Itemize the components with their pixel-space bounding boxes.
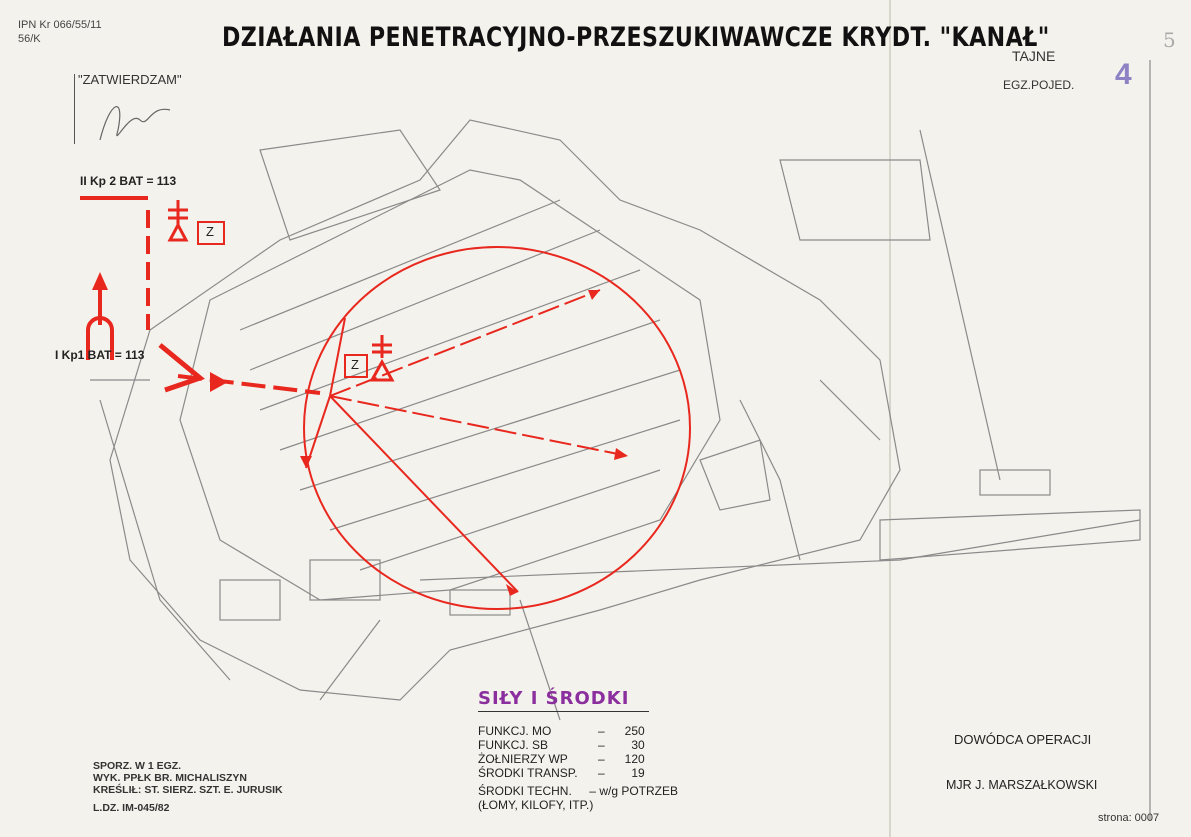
unit-2-label: II Kp 2 BAT = 113 xyxy=(80,174,177,188)
forces-row: FUNKCJ. SB–30 xyxy=(478,738,645,752)
row-label: FUNKCJ. MO xyxy=(478,724,552,738)
row-label: ŚRODKI TRANSP. xyxy=(478,766,578,780)
row-value: 30 xyxy=(631,738,645,752)
forces-note: (ŁOMY, KILOFY, ITP.) xyxy=(478,798,594,812)
copy-number: 4 xyxy=(1115,58,1132,91)
commander-title: DOWÓDCA OPERACJI xyxy=(954,732,1092,747)
archive-reference: IPN Kr 066/55/11 56/K xyxy=(18,18,102,46)
forces-row: ŚRODKI TRANSP.–19 xyxy=(478,766,645,780)
reference-number: L.DZ. IM-045/82 xyxy=(93,802,170,814)
drafter-line: KREŚLIŁ: ST. SIERZ. SZT. E. JURUSIK xyxy=(93,784,283,796)
preparation-note: SPORZ. W 1 EGZ. WYK. PPŁK BR. MICHALISZY… xyxy=(93,760,283,814)
vehicle-symbol-letter: Z xyxy=(206,224,214,239)
operation-overlay xyxy=(80,196,691,610)
forces-row: ŚRODKI TECHN.– w/g POTRZEB xyxy=(478,784,678,798)
search-zone-circle xyxy=(303,246,691,610)
row-value: 250 xyxy=(624,724,645,738)
copy-type: EGZ.POJED. xyxy=(1003,78,1075,92)
row-label: ŻOŁNIERZY WP xyxy=(478,752,568,766)
row-value: w/g POTRZEB xyxy=(599,784,678,798)
approval-bar xyxy=(74,74,75,144)
row-value: 120 xyxy=(624,752,645,766)
forces-row: FUNKCJ. MO–250 xyxy=(478,724,645,738)
forces-heading: SIŁY I ŚRODKI xyxy=(478,688,650,712)
sheet-number: 5 xyxy=(1163,28,1176,52)
unit-1-label: I Kp1 BAT = 113 xyxy=(55,348,145,362)
classification: TAJNE xyxy=(1012,48,1056,64)
row-value: 19 xyxy=(631,766,645,780)
copies-line: SPORZ. W 1 EGZ. xyxy=(93,760,182,772)
page-number: strona: 0007 xyxy=(1098,812,1160,824)
forces-table: SIŁY I ŚRODKI FUNKCJ. MO–250 FUNKCJ. SB–… xyxy=(478,688,678,812)
forces-row: ŻOŁNIERZY WP–120 xyxy=(478,752,645,766)
row-label: ŚRODKI TECHN. xyxy=(478,784,572,798)
document-title: DZIAŁANIA PENETRACYJNO-PRZESZUKIWAWCZE K… xyxy=(222,22,1050,53)
arrow-heads xyxy=(92,272,628,596)
archive-signature: IPN Kr 066/55/11 xyxy=(18,19,102,31)
commander-name: MJR J. MARSZAŁKOWSKI xyxy=(946,778,1098,792)
vehicle-symbol-letter-2: Z xyxy=(351,357,359,372)
row-label: FUNKCJ. SB xyxy=(478,738,549,752)
plant-outline xyxy=(90,119,1141,721)
archive-subsignature: 56/K xyxy=(18,33,41,45)
author-line: WYK. PPŁK BR. MICHALISZYN xyxy=(93,772,247,784)
approval-stamp: "ZATWIERDZAM" xyxy=(78,72,182,87)
